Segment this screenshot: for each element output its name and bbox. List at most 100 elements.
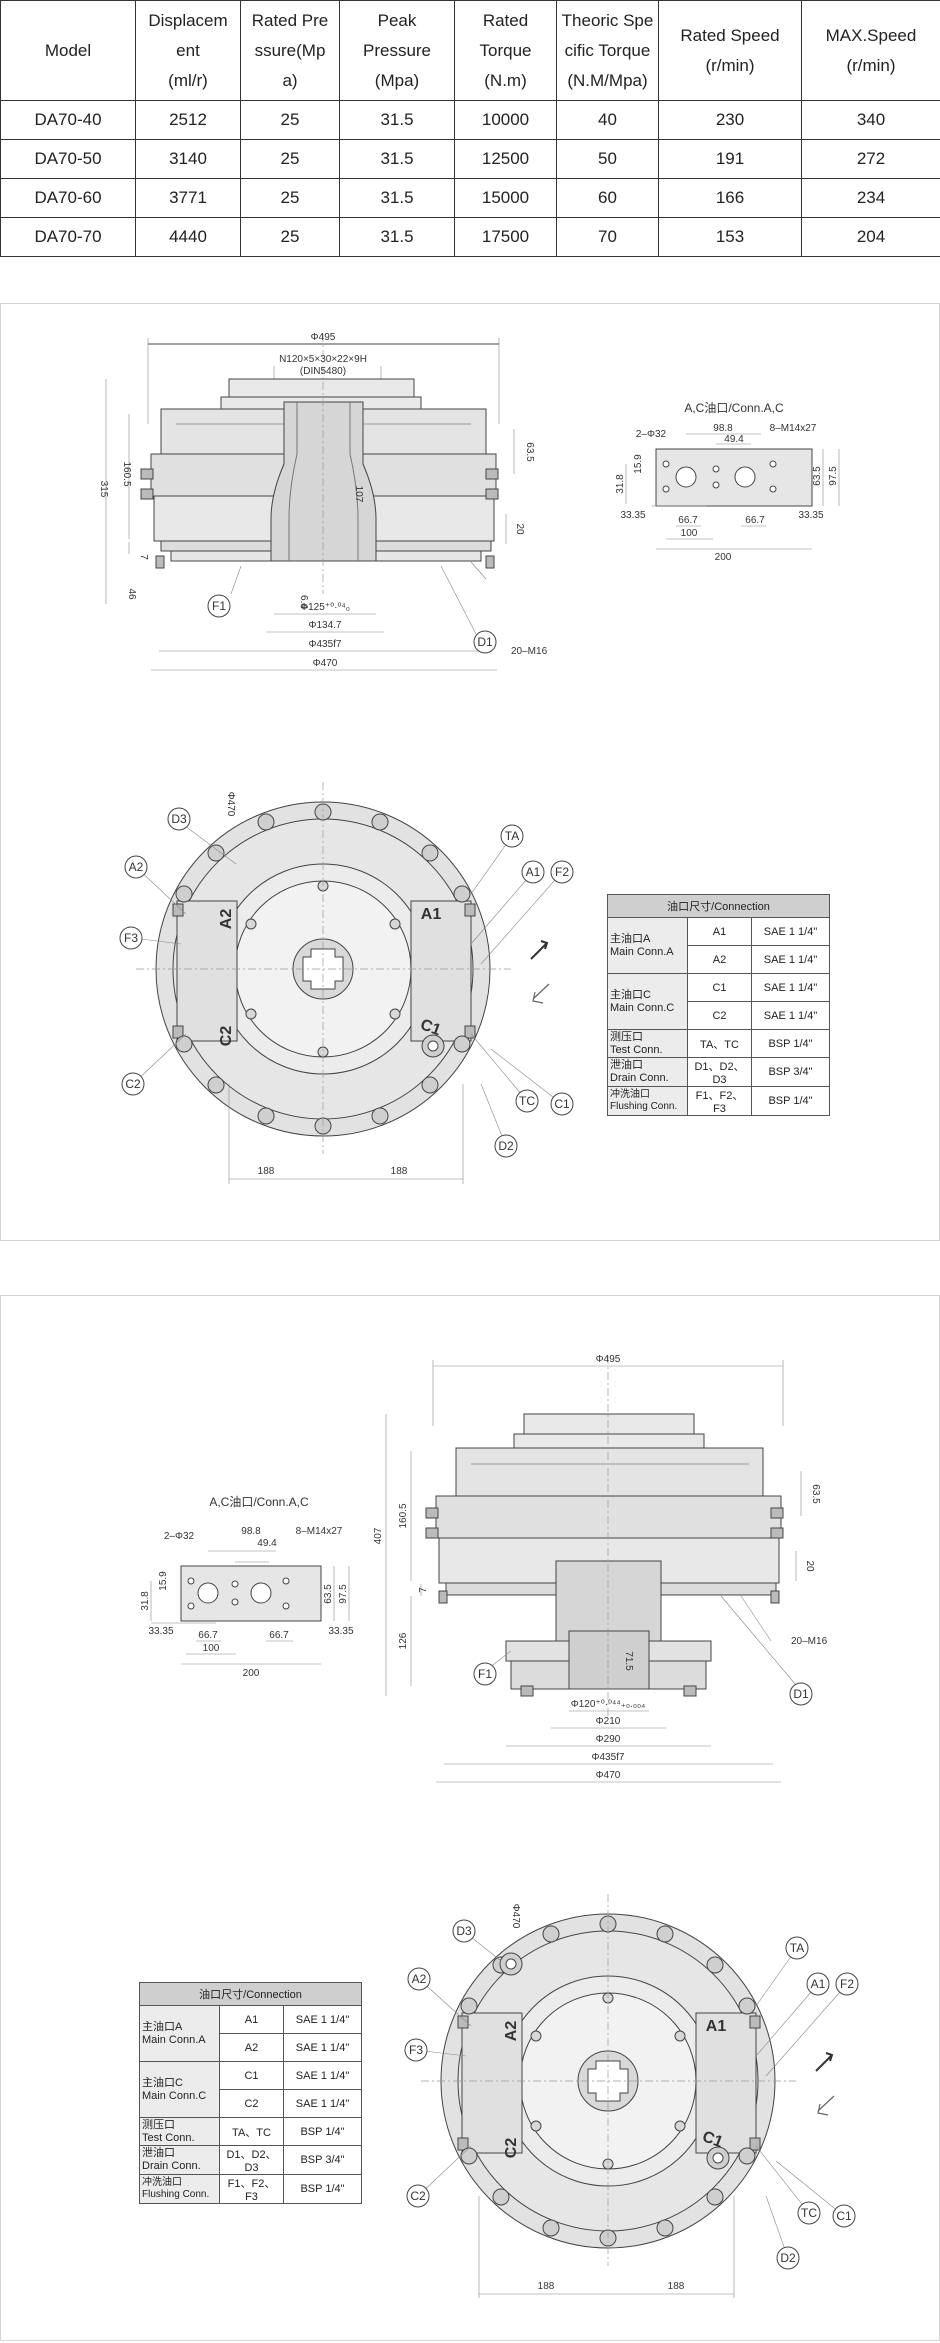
callout-ta: TA	[505, 829, 519, 843]
motor-side-view	[105, 334, 515, 671]
side-view-dimension-labels: Φ495 N120×5×30×22×9H (DIN5480) 315 160.5…	[98, 332, 548, 669]
cell-peak-pressure: 31.5	[339, 139, 455, 179]
dim-71-5: 71.5	[623, 1651, 634, 1671]
connection-table: 油口尺寸/Connection 主油口A Main Conn.A A1 SAE …	[607, 894, 830, 1116]
callout-c1: C1	[554, 1097, 570, 1111]
dim-49-4: 49.4	[257, 1538, 277, 1549]
dim-8-m14x27: 8–M14x27	[296, 1526, 343, 1537]
dim-126: 126	[398, 1632, 409, 1649]
dim-188-right: 188	[391, 1166, 408, 1177]
drawing-panel-2: Φ495 407 160.5 63.5 20 7 126 71.5 Φ120⁺⁰…	[0, 1295, 940, 2341]
dim-8-m14x27: 8–M14x27	[770, 423, 817, 434]
callout-c1: C1	[836, 2209, 852, 2223]
port-thread: BSP 1/4"	[283, 2117, 362, 2146]
port-label-a2: A2	[503, 2021, 520, 2042]
dim-15-9: 15.9	[158, 1571, 169, 1591]
dim-97-5: 97.5	[828, 466, 839, 486]
cell-displacement: 2512	[135, 100, 241, 140]
port-thread: SAE 1 1/4"	[283, 2033, 362, 2062]
dim-63-5: 63.5	[812, 466, 823, 486]
connection-table-title: 油口尺寸/Connection	[607, 894, 830, 918]
callout-f3: F3	[124, 931, 138, 945]
cell-max-speed: 340	[801, 100, 940, 140]
cell-specific-torque: 60	[556, 178, 659, 218]
dim-7: 7	[418, 1587, 429, 1593]
table-row: 主油口C Main Conn.C C1 SAE 1 1/4"	[139, 2061, 362, 2118]
cell-rated-pressure: 25	[240, 139, 340, 179]
cell-rated-pressure: 25	[240, 217, 340, 257]
dim-49-4: 49.4	[724, 434, 744, 445]
cell-model: DA70-70	[0, 217, 136, 257]
table-row: 主油口A Main Conn.A A1 SAE 1 1/4"	[607, 917, 830, 974]
callout-tc: TC	[801, 2206, 817, 2220]
port-id: C2	[687, 1001, 752, 1030]
cell-rated-torque: 10000	[454, 100, 557, 140]
port-thread: BSP 1/4"	[751, 1086, 830, 1116]
callout-f2: F2	[840, 1977, 854, 1991]
group-main-conn-a: 主油口A Main Conn.A	[607, 917, 688, 974]
dim-188-right: 188	[668, 2281, 685, 2292]
header-model: Model	[0, 0, 136, 101]
technical-drawing-1: Φ495 N120×5×30×22×9H (DIN5480) 315 160.5…	[98, 332, 840, 1184]
callout-d1: D1	[793, 1687, 809, 1701]
cell-model: DA70-40	[0, 100, 136, 140]
dim-98-8: 98.8	[241, 1526, 261, 1537]
port-thread: BSP 3/4"	[283, 2145, 362, 2175]
dim-66-7-right: 66.7	[745, 515, 765, 526]
dim-66-7-right: 66.7	[269, 1630, 289, 1641]
callout-c2: C2	[410, 2189, 426, 2203]
port-detail-labels: A,C油口/Conn.A,C 2–Φ32 98.8 49.4 8–M14x27 …	[615, 401, 839, 563]
header-peak-pressure: Peak Pressure (Mpa)	[339, 0, 455, 101]
port-id: C1	[687, 973, 752, 1002]
group-main-conn-c: 主油口C Main Conn.C	[139, 2061, 220, 2118]
port-id: A1	[687, 917, 752, 946]
dim-face-diameter-470: Φ470	[510, 1904, 521, 1929]
dim-diameter-210: Φ210	[596, 1716, 621, 1727]
dim-diameter-435f7: Φ435f7	[591, 1752, 624, 1763]
port-id: C2	[219, 2089, 284, 2118]
cell-displacement: 4440	[135, 217, 241, 257]
dim-20: 20	[514, 523, 525, 535]
cell-rated-speed: 191	[658, 139, 802, 179]
dim-31-8: 31.8	[615, 474, 626, 494]
port-label-c2: C2	[218, 1026, 235, 1047]
port-id: D1、D2、D3	[219, 2145, 284, 2175]
dim-188-left: 188	[538, 2281, 555, 2292]
cell-rated-speed: 166	[658, 178, 802, 218]
motor-face-view	[119, 782, 574, 1184]
side-view-dimension-labels: Φ495 407 160.5 63.5 20 7 126 71.5 Φ120⁺⁰…	[373, 1354, 828, 1781]
dim-63-5: 63.5	[810, 1484, 821, 1504]
dim-diameter-134-7: Φ134.7	[308, 620, 341, 631]
dim-33-35-left: 33.35	[620, 510, 645, 521]
port-detail-labels: A,C油口/Conn.A,C 2–Φ32 98.8 49.4 8–M14x27 …	[140, 1495, 354, 1679]
table-row: 冲洗油口 Flushing Conn. F1、F2、F3 BSP 1/4"	[607, 1086, 830, 1116]
callout-d2: D2	[780, 2251, 796, 2265]
dim-2-phi32: 2–Φ32	[164, 1531, 195, 1542]
callout-a2: A2	[129, 860, 144, 874]
dim-100: 100	[681, 528, 698, 539]
port-detail-title: A,C油口/Conn.A,C	[209, 1495, 309, 1509]
port-thread: SAE 1 1/4"	[283, 2061, 362, 2090]
port-id: A2	[687, 945, 752, 974]
table-row: DA70-70 4440 25 31.5 17500 70 153 204	[0, 217, 940, 257]
header-rated-pressure: Rated Pre ssure(Mp a)	[240, 0, 340, 101]
cell-rated-speed: 153	[658, 217, 802, 257]
dim-diameter-495: Φ495	[596, 1354, 621, 1365]
dim-20-m16: 20–M16	[791, 1636, 828, 1647]
callout-ta: TA	[790, 1941, 804, 1955]
port-label-a2: A2	[218, 909, 235, 930]
port-id: F1、F2、F3	[219, 2174, 284, 2204]
port-id: A2	[219, 2033, 284, 2062]
table-row: 主油口C Main Conn.C C1 SAE 1 1/4"	[607, 973, 830, 1030]
callout-f1: F1	[212, 599, 226, 613]
dim-100: 100	[203, 1643, 220, 1654]
motor-side-view	[385, 1356, 813, 1783]
cell-max-speed: 204	[801, 217, 940, 257]
dim-diameter-290: Φ290	[596, 1734, 621, 1745]
table-row: DA70-40 2512 25 31.5 10000 40 230 340	[0, 100, 940, 140]
table-row: C2 SAE 1 1/4"	[608, 1001, 830, 1030]
dim-diameter-495: Φ495	[311, 332, 336, 343]
dim-33-35-left: 33.35	[148, 1626, 173, 1637]
header-specific-torque: Theoric Spe cific Torque (N.M/Mpa)	[556, 0, 659, 101]
dim-7: 7	[138, 554, 149, 560]
